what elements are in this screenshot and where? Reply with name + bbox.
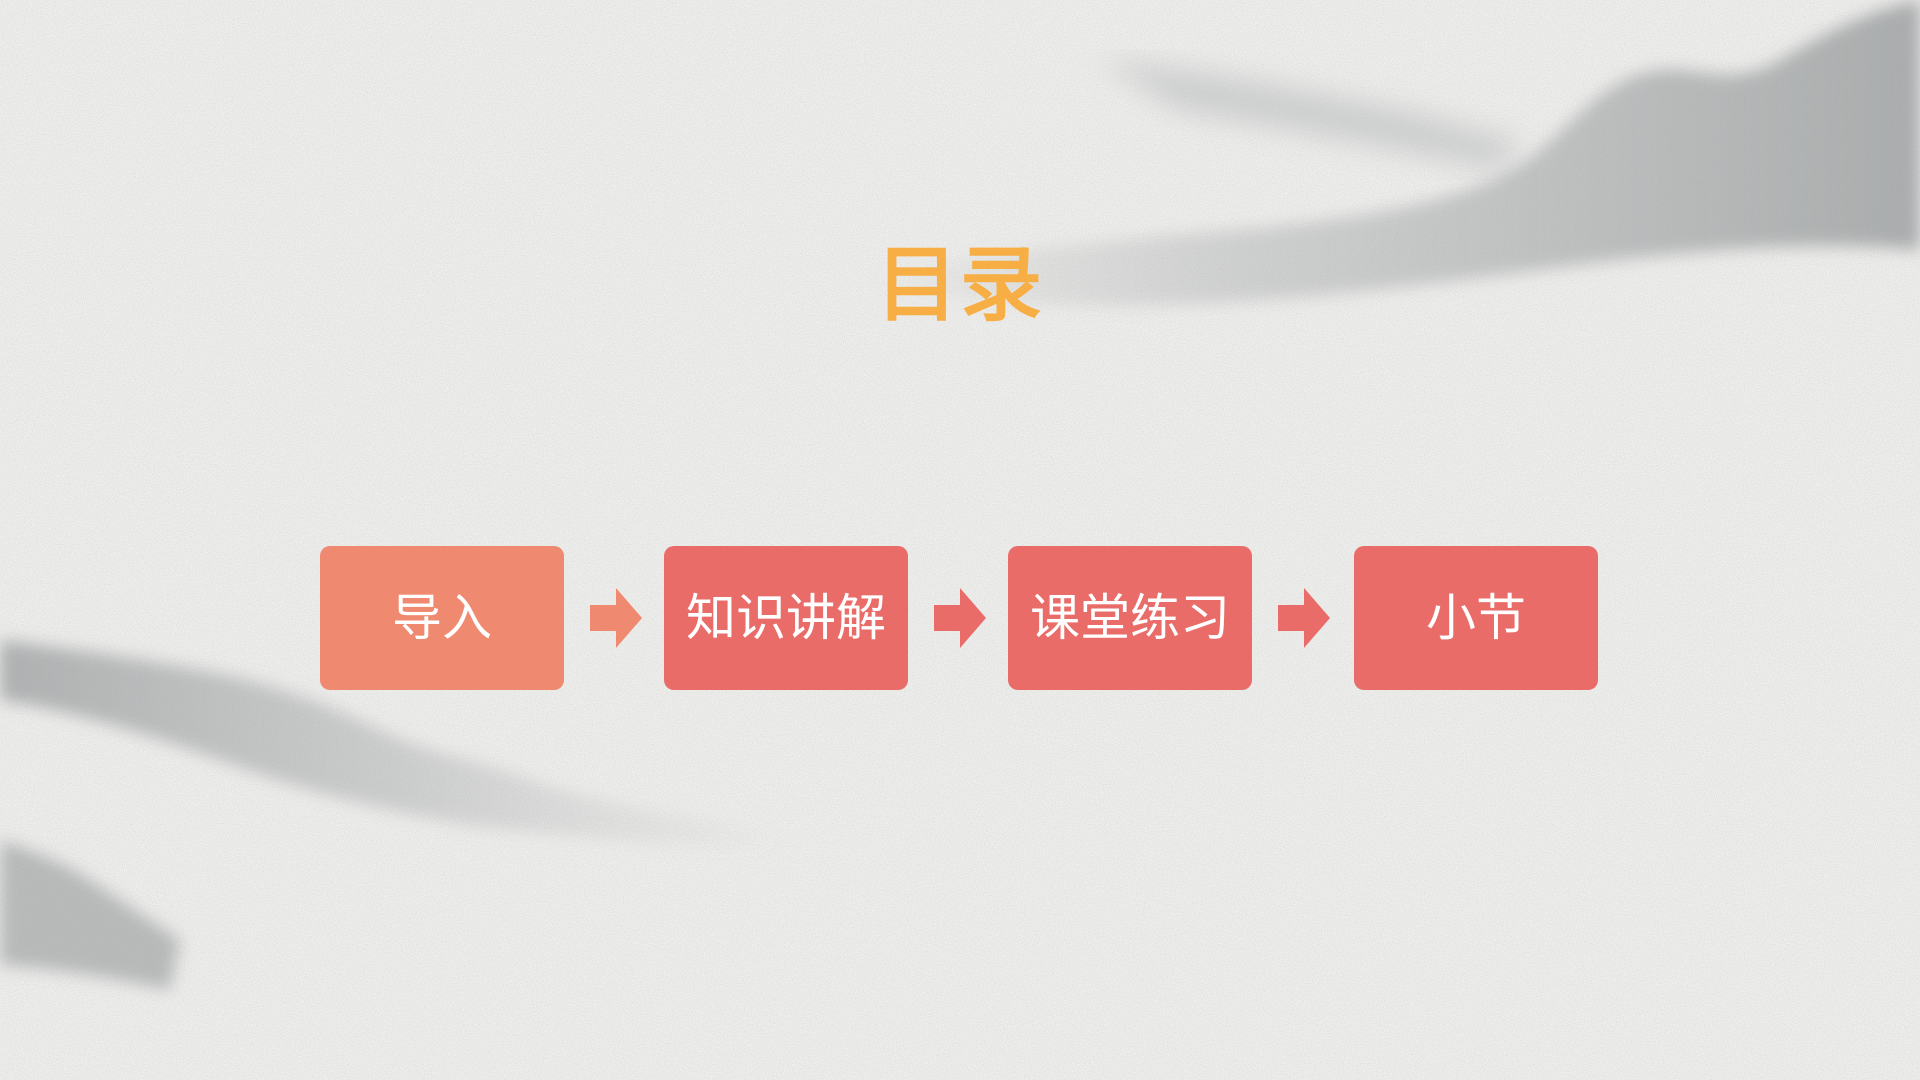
step-summary[interactable]: 小节 [1354,546,1598,690]
step-practice[interactable]: 课堂练习 [1008,546,1252,690]
step-intro[interactable]: 导入 [320,546,564,690]
mountain-top-right-ridge [1100,60,1520,170]
mountain-top-right [860,0,1920,306]
right-arrow-icon [934,588,986,648]
step-label: 小节 [1426,589,1526,647]
right-arrow-icon [1278,588,1330,648]
step-knowledge[interactable]: 知识讲解 [664,546,908,690]
mountain-left [0,640,780,850]
step-label: 课堂练习 [1030,589,1230,647]
right-arrow-icon [590,588,642,648]
agenda-flow: 导入 知识讲解 课堂练习 小节 [320,546,1600,690]
mountain-bottom-left [0,840,180,990]
step-label: 导入 [392,589,492,647]
slide-title: 目录 [875,238,1044,333]
step-label: 知识讲解 [686,589,886,647]
